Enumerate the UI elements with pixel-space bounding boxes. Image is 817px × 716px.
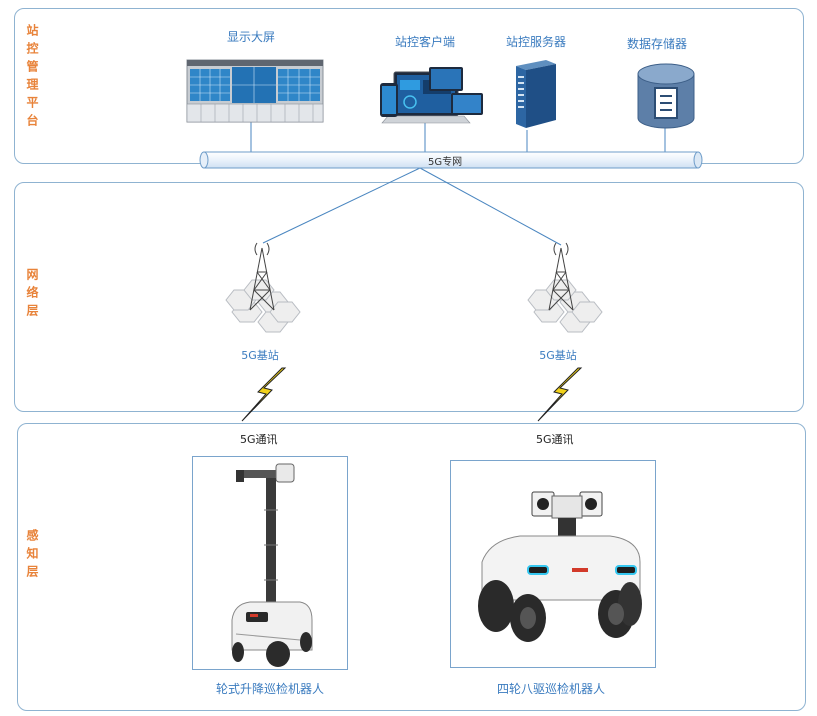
network-layer-frame	[14, 182, 804, 412]
comm-label-2: 5G通讯	[536, 433, 574, 446]
display-wall-label: 显示大屏	[226, 30, 275, 44]
sensing-layer-label: 感知层	[25, 529, 39, 583]
lightning-icon-2	[537, 367, 583, 422]
base-station-label-1: 5G基站	[241, 349, 279, 362]
bus-pipe	[199, 151, 703, 169]
base-station-label-2: 5G基站	[539, 349, 577, 362]
server-label: 站控服务器	[505, 35, 566, 49]
lifting-robot-label: 轮式升降巡检机器人	[215, 682, 324, 696]
base-station-icon-1	[225, 242, 301, 333]
comm-label-1: 5G通讯	[240, 433, 278, 446]
storage-label: 数据存储器	[626, 37, 687, 51]
4wd-robot-label: 四轮八驱巡检机器人	[496, 682, 605, 696]
client-devices-icon	[380, 67, 483, 124]
storage-icon	[637, 63, 695, 129]
client-label: 站控客户端	[394, 35, 455, 49]
network-layer-label: 网络层	[25, 268, 39, 322]
station-layer-label: 站控管理平台	[25, 24, 39, 132]
link-base-station-1	[262, 167, 421, 244]
bus-label: 5G专网	[428, 157, 463, 168]
lightning-icon-1	[241, 367, 287, 422]
lifting-robot-image	[231, 463, 313, 667]
display-wall-icon	[186, 59, 324, 123]
link-base-station-2	[419, 167, 562, 246]
sensing-layer-frame	[17, 423, 806, 711]
base-station-icon-2	[527, 242, 603, 333]
4wd-robot-image	[478, 491, 642, 642]
4wd-robot-frame	[450, 460, 656, 668]
server-icon	[516, 60, 556, 128]
lifting-robot-frame	[192, 456, 348, 670]
